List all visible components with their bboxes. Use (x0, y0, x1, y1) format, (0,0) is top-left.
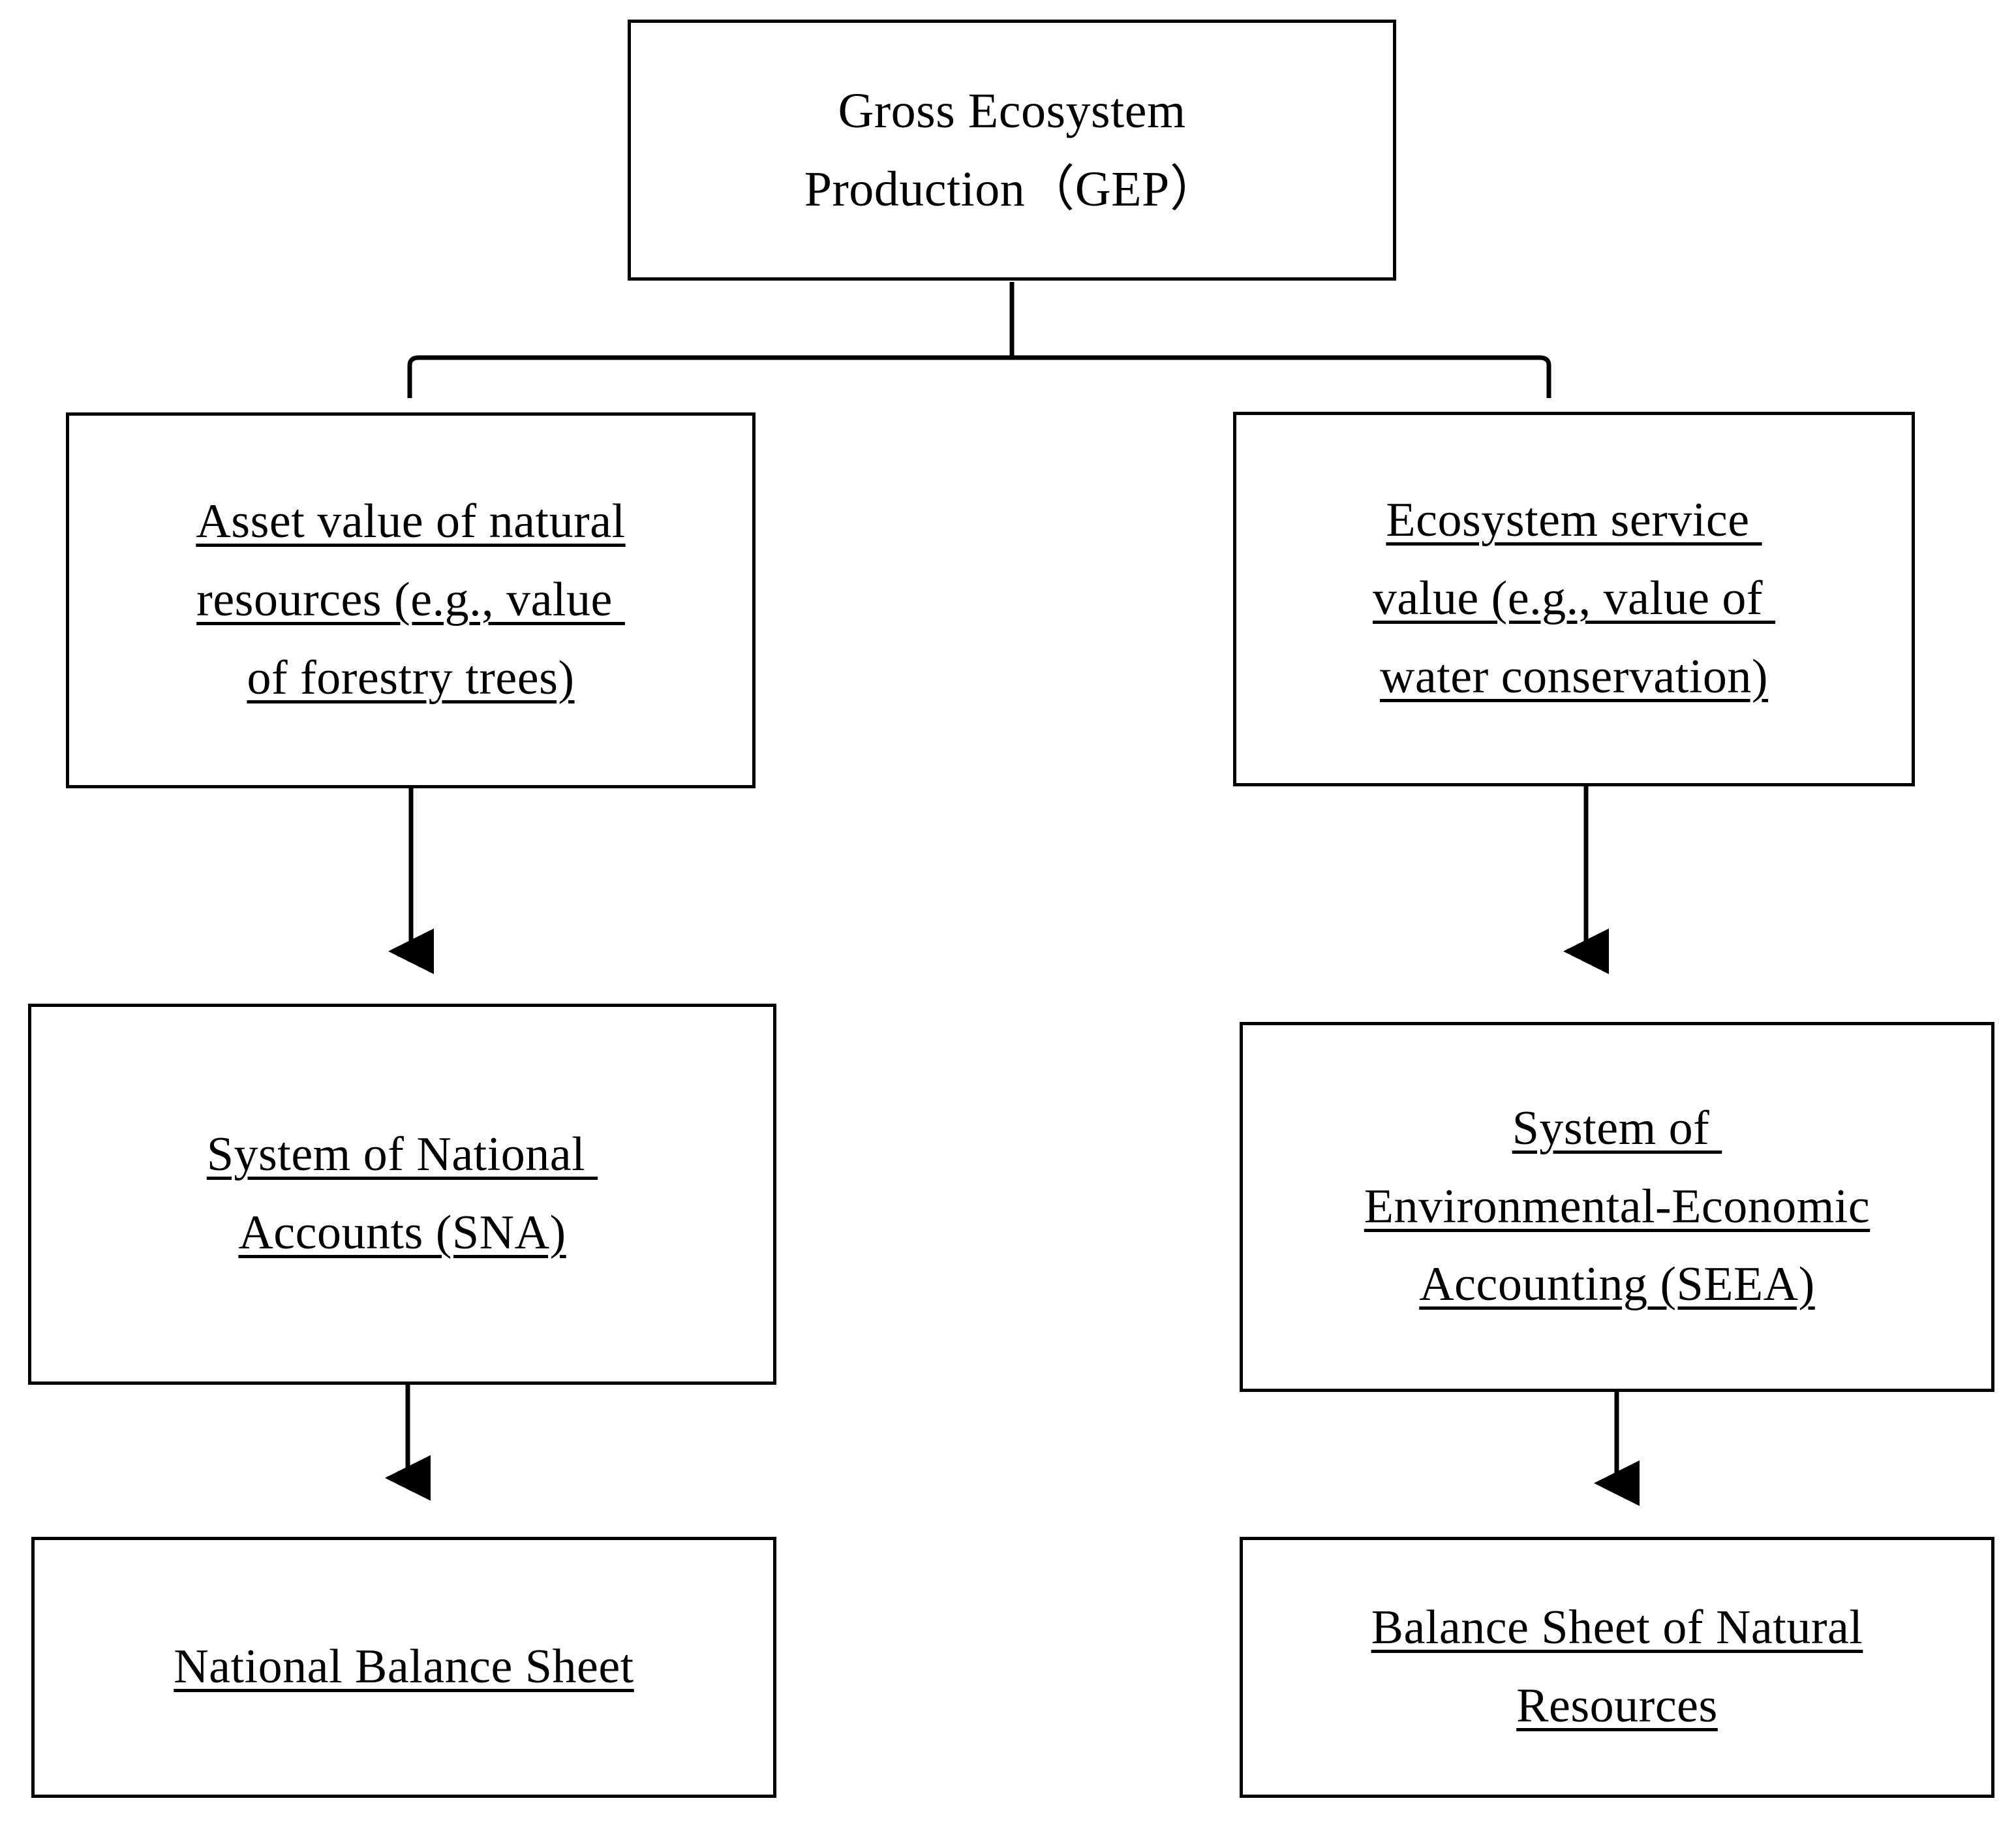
node-bsnr-line-1: Balance Sheet of Natural (1371, 1601, 1863, 1655)
node-gep-line-2: Production（GEP） (804, 162, 1220, 217)
node-seea-line-2: Environmental-Economic (1364, 1179, 1871, 1233)
node-sna-line-1: System of National (206, 1128, 598, 1182)
node-eco-service-line-1: Ecosystem service (1386, 493, 1762, 548)
node-asset-line-3: of forestry trees) (247, 651, 575, 705)
node-asset-line-2: resources (e.g., value (196, 573, 625, 627)
node-national-balance-sheet[interactable]: National Balance Sheet (31, 1537, 776, 1798)
node-gross-ecosystem-production[interactable]: Gross Ecosystem Production（GEP） (628, 20, 1396, 281)
node-seea-line-1: System of (1512, 1101, 1722, 1155)
node-eco-service-line-3: water conservation) (1379, 649, 1769, 703)
node-eco-service-line-2: value (e.g., value of (1372, 572, 1776, 626)
node-nbs-line-1: National Balance Sheet (174, 1640, 634, 1694)
node-seea-line-3: Accounting (SEEA) (1419, 1258, 1815, 1312)
node-system-of-national-accounts[interactable]: System of National Accounts (SNA) (28, 1004, 776, 1385)
connector-gep-to-branches (407, 282, 1551, 398)
node-system-of-environmental-economic-accounting[interactable]: System of Environmental-Economic Account… (1240, 1022, 1994, 1392)
node-asset-value-of-natural-resources[interactable]: Asset value of natural resources (e.g., … (66, 412, 756, 788)
node-bsnr-line-2: Resources (1516, 1679, 1718, 1733)
node-asset-line-1: Asset value of natural (196, 495, 626, 549)
node-sna-line-2: Accounts (SNA) (238, 1206, 566, 1259)
node-gep-line-1: Gross Ecosystem (838, 83, 1186, 138)
node-balance-sheet-of-natural-resources[interactable]: Balance Sheet of Natural Resources (1240, 1537, 1994, 1798)
node-ecosystem-service-value[interactable]: Ecosystem service value (e.g., value of … (1233, 412, 1915, 786)
